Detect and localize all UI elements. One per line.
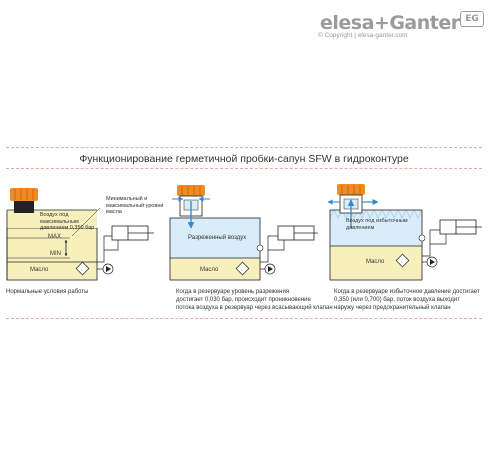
valve-2: [256, 244, 264, 252]
valve-3: [418, 234, 426, 242]
breather-cap-3: [337, 184, 365, 195]
panel2-caption-line: достигает 0,030 бар, происходит проникно…: [176, 297, 311, 303]
min-label: MIN: [50, 251, 61, 257]
panel2-caption-line: потока воздуха в резервуар через всасыва…: [176, 305, 333, 311]
panel-normal: [6, 188, 154, 281]
copyright-text: © Copyright | elesa-ganter.com: [318, 32, 408, 39]
level-pointer: [71, 207, 101, 237]
tank-2-oil: [170, 258, 260, 280]
filter-2: [235, 261, 250, 276]
panel1-caption: Нормальные условия работы: [6, 289, 89, 295]
bottom-divider: [6, 318, 482, 319]
panel-overpressure: [327, 184, 482, 281]
title-divider: [6, 168, 482, 169]
pressure-zigzag: [329, 209, 423, 219]
panel3-oil-label: Масло: [366, 259, 385, 265]
panel2-air-label: Разреженный воздух: [188, 235, 247, 241]
max-label: MAX: [48, 234, 62, 240]
panel3-caption-line: наружу через предохранительный клапан: [334, 305, 451, 311]
tank-1-air: [7, 210, 97, 228]
filter-3: [395, 253, 410, 268]
brand-logo: elesa+Ganter EG: [318, 8, 484, 48]
tank-3-outline: [329, 209, 423, 281]
breather-body-1: [14, 201, 34, 213]
panel2-caption-line: Когда в резервуаре уровень разрежения: [176, 289, 290, 295]
diagram-title: Функционирование герметичной пробки-сапу…: [79, 153, 409, 165]
filter-1: [75, 261, 90, 276]
panel2-caption: Когда в резервуаре уровень разрежения до…: [176, 288, 336, 312]
top-divider: [6, 147, 482, 148]
tank-2-air: [170, 218, 260, 258]
panel1-air-label: Воздух под максимальным давлением 0,350 …: [40, 212, 95, 231]
breather-cap-2: [177, 185, 205, 196]
brand-name: elesa+Ganter: [320, 12, 460, 34]
panel3-air-label: Воздух под избыточным давлением: [346, 218, 408, 231]
panel1-oil-label: Масло: [30, 267, 49, 273]
panel3-caption-line: 0,350 (или 0,700) бар, поток воздуха вых…: [334, 297, 460, 303]
brand-badge: EG: [460, 11, 484, 27]
breather-cap-1: [10, 188, 38, 201]
panel-vacuum: [169, 185, 318, 281]
panel3-caption: Когда в резервуаре избыточное давление д…: [334, 288, 484, 312]
panel3-caption-line: Когда в резервуаре избыточное давление д…: [334, 289, 480, 295]
panel2-oil-label: Масло: [200, 267, 219, 273]
panel1-levels-label: Минимальный и максимальный уровни масла: [106, 196, 164, 215]
